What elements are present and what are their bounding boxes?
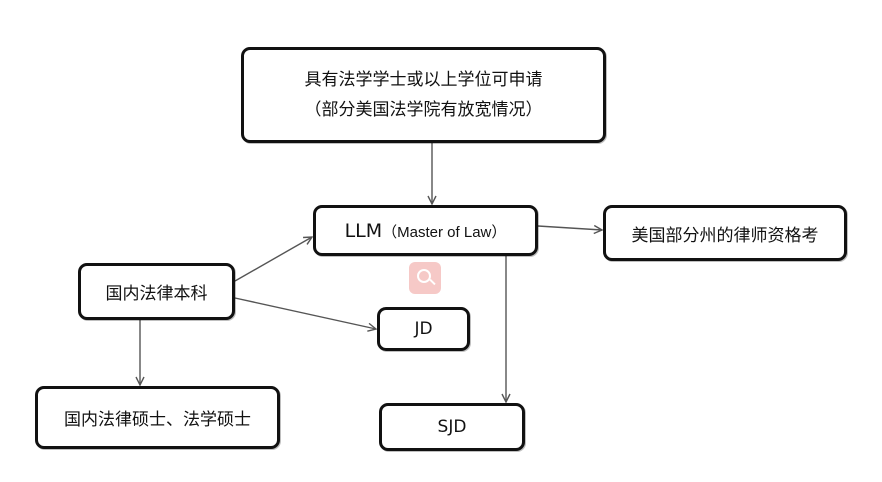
requirement-node: 具有法学学士或以上学位可申请 （部分美国法学院有放宽情况） bbox=[241, 47, 606, 143]
domestic-undergrad-node: 国内法律本科 bbox=[78, 263, 235, 320]
arrow-undergrad-to-llm bbox=[234, 237, 312, 282]
arrow-llm-to-us-bar bbox=[537, 226, 602, 230]
us-bar-exam-label: 美国部分州的律师资格考 bbox=[631, 225, 819, 246]
domestic-undergrad-label: 国内法律本科 bbox=[105, 284, 208, 304]
domestic-master-label: 国内法律硕士、法学硕士 bbox=[64, 410, 251, 430]
llm-abbreviation: LLM bbox=[344, 219, 383, 242]
sjd-node: SJD bbox=[379, 403, 525, 451]
jd-node: JD bbox=[377, 307, 470, 351]
domestic-master-node: 国内法律硕士、法学硕士 bbox=[35, 386, 280, 449]
search-icon bbox=[409, 262, 441, 294]
llm-label: LLM（Master of Law） bbox=[345, 220, 507, 242]
us-bar-exam-node: 美国部分州的律师资格考 bbox=[603, 205, 847, 261]
requirement-line-2: （部分美国法学院有放宽情况） bbox=[304, 100, 543, 120]
sjd-label: SJD bbox=[437, 417, 467, 437]
llm-node: LLM（Master of Law） bbox=[313, 205, 538, 256]
arrow-undergrad-to-jd bbox=[234, 297, 376, 329]
requirement-line-1: 具有法学学士或以上学位可申请 bbox=[304, 70, 543, 90]
jd-label: JD bbox=[414, 319, 433, 339]
llm-full-name: （Master of Law） bbox=[382, 223, 507, 241]
